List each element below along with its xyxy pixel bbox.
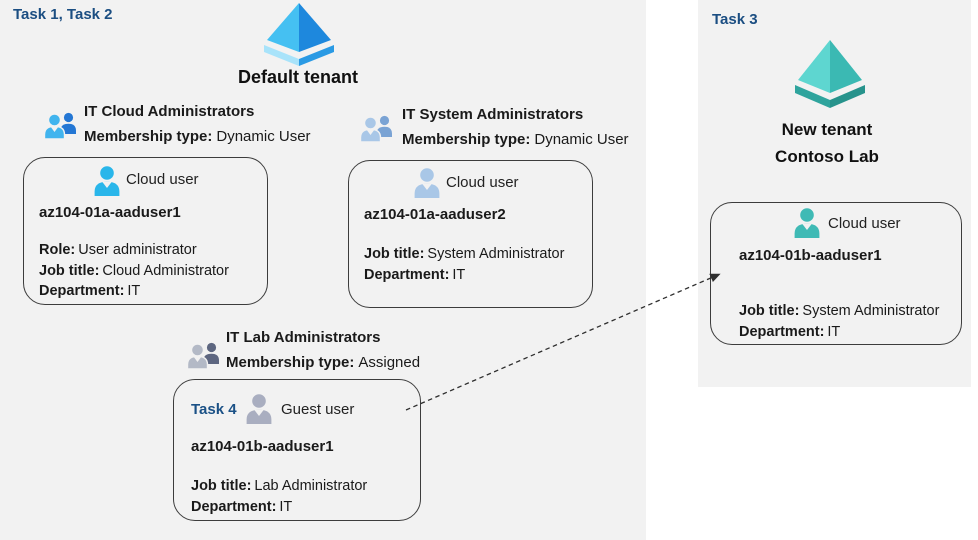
attribute-label: Department: bbox=[39, 283, 125, 299]
guest-user-icon bbox=[246, 394, 272, 424]
membership-type-value: Assigned bbox=[358, 354, 421, 371]
user-type-label: Guest user bbox=[281, 401, 355, 418]
user-attributes: Job title:Lab Administrator Department:I… bbox=[191, 476, 367, 517]
cloud-user-icon bbox=[94, 166, 120, 196]
azure-ad-new-tenant-icon bbox=[792, 38, 868, 108]
group-membership-it-lab-admins: Membership type:Assigned bbox=[226, 354, 420, 371]
attribute-label: Department: bbox=[191, 498, 277, 515]
membership-type-label: Membership type: bbox=[84, 128, 213, 145]
new-tenant-title-line2: Contoso Lab bbox=[775, 147, 879, 166]
attribute-label: Job title: bbox=[39, 262, 100, 279]
cloud-user-icon bbox=[414, 168, 440, 198]
user-name: az104-01a-aaduser1 bbox=[39, 204, 181, 221]
user-attribute-row: Job title:System Administrator bbox=[364, 244, 564, 265]
user-card-aaduser2-default: Cloud user az104-01a-aaduser2 Job title:… bbox=[348, 160, 593, 308]
attribute-value: Lab Administrator bbox=[254, 478, 368, 494]
user-attribute-row: Department:IT bbox=[739, 322, 939, 343]
user-attribute-row: Department:IT bbox=[39, 281, 229, 302]
user-attribute-row: Job title:Lab Administrator bbox=[191, 476, 367, 497]
user-type-label: Cloud user bbox=[126, 171, 199, 188]
attribute-value: IT bbox=[452, 266, 466, 283]
membership-type-label: Membership type: bbox=[226, 354, 355, 371]
user-attributes: Role:User administrator Job title:Cloud … bbox=[39, 240, 229, 302]
user-attributes: Job title:System Administrator Departmen… bbox=[739, 301, 939, 343]
group-membership-it-system-admins: Membership type:Dynamic User bbox=[402, 131, 629, 148]
user-name: az104-01b-aaduser1 bbox=[191, 438, 334, 455]
attribute-value: System Administrator bbox=[427, 246, 565, 262]
attribute-label: Job title: bbox=[191, 478, 252, 494]
group-icon-it-lab-admins bbox=[187, 342, 219, 369]
azure-ad-tenant-icon bbox=[260, 2, 338, 66]
membership-type-label: Membership type: bbox=[402, 131, 531, 148]
default-tenant-title: Default tenant bbox=[237, 67, 358, 87]
group-title-it-cloud-admins: IT Cloud Administrators bbox=[84, 103, 255, 120]
user-card-guest-aaduser1: Task 4 Guest user az104-01b-aaduser1 Job… bbox=[173, 379, 421, 521]
new-tenant-title-line1: New tenant bbox=[781, 120, 873, 139]
user-attribute-row: Role:User administrator bbox=[39, 240, 229, 261]
attribute-label: Job title: bbox=[739, 303, 800, 319]
attribute-label: Department: bbox=[739, 324, 825, 340]
task-4-label: Task 4 bbox=[191, 401, 237, 418]
attribute-label: Role: bbox=[39, 242, 76, 258]
group-membership-it-cloud-admins: Membership type:Dynamic User bbox=[84, 128, 311, 145]
default-tenant-panel bbox=[0, 0, 646, 540]
task-1-2-label: Task 1, Task 2 bbox=[13, 6, 113, 23]
user-attribute-row: Department:IT bbox=[191, 497, 367, 518]
user-type-label: Cloud user bbox=[828, 215, 901, 232]
user-card-aaduser1-contoso: Cloud user az104-01b-aaduser1 Job title:… bbox=[710, 202, 962, 345]
user-attribute-row: Job title:System Administrator bbox=[739, 301, 939, 322]
attribute-value: Cloud Administrator bbox=[102, 262, 229, 279]
user-attribute-row: Job title:Cloud Administrator bbox=[39, 261, 229, 282]
user-name: az104-01a-aaduser2 bbox=[364, 206, 506, 223]
attribute-value: IT bbox=[827, 324, 841, 340]
attribute-value: User administrator bbox=[78, 242, 197, 258]
user-type-label: Cloud user bbox=[446, 174, 519, 191]
attribute-value: System Administrator bbox=[802, 303, 940, 319]
user-attributes: Job title:System Administrator Departmen… bbox=[364, 244, 564, 285]
group-icon-it-cloud-admins bbox=[44, 112, 76, 139]
user-card-aaduser1-default: Cloud user az104-01a-aaduser1 Role:User … bbox=[23, 157, 268, 305]
membership-type-value: Dynamic User bbox=[216, 128, 311, 145]
group-title-it-lab-admins: IT Lab Administrators bbox=[226, 329, 381, 346]
user-attribute-row: Department:IT bbox=[364, 265, 564, 286]
attribute-value: IT bbox=[127, 283, 141, 299]
group-title-it-system-admins: IT System Administrators bbox=[402, 106, 584, 123]
attribute-value: IT bbox=[279, 498, 293, 515]
attribute-label: Department: bbox=[364, 266, 450, 283]
task-3-label: Task 3 bbox=[712, 11, 758, 28]
attribute-label: Job title: bbox=[364, 246, 425, 262]
user-name: az104-01b-aaduser1 bbox=[739, 247, 882, 264]
membership-type-value: Dynamic User bbox=[534, 131, 629, 148]
cloud-user-icon bbox=[794, 208, 820, 238]
group-icon-it-system-admins bbox=[360, 115, 392, 142]
